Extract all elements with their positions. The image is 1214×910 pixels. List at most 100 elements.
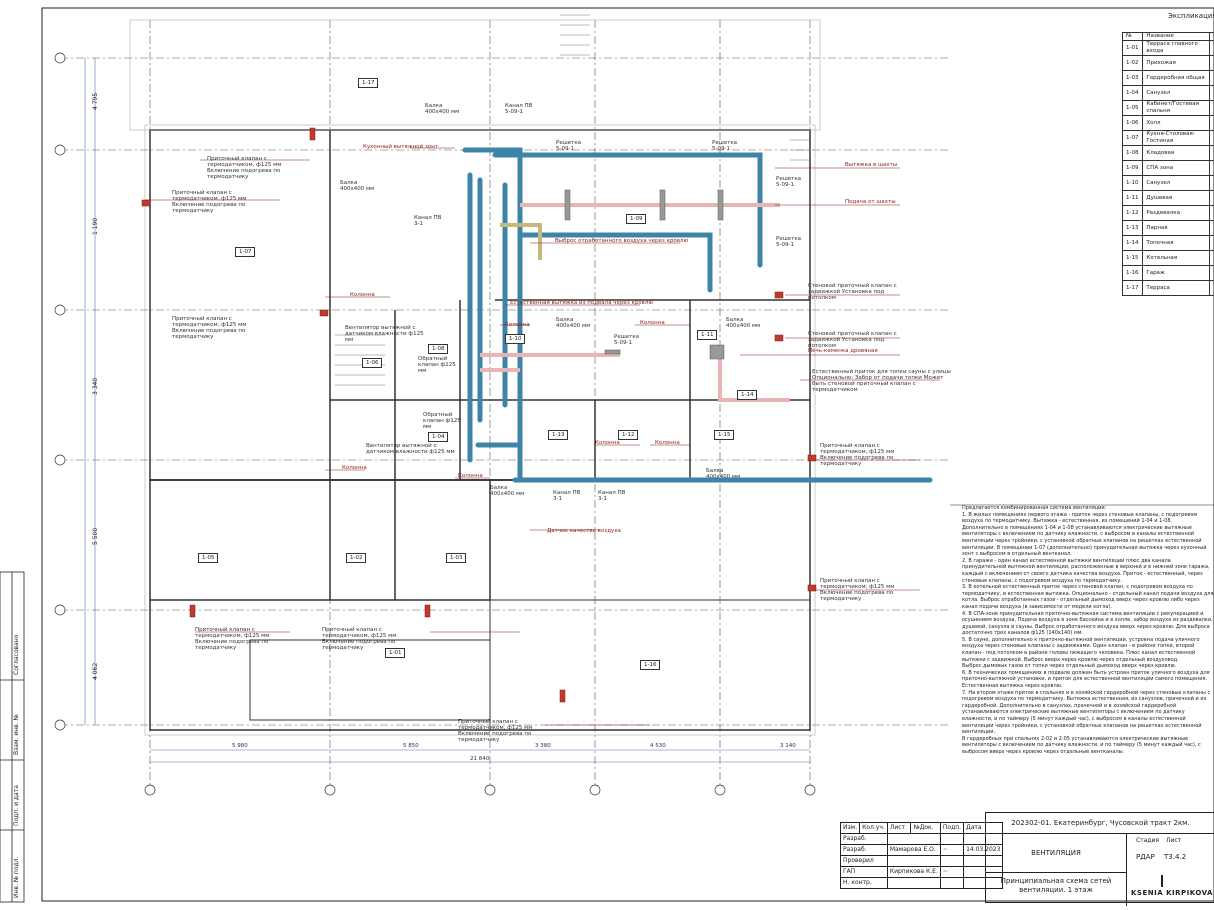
room-tag-1-07: 1-07 xyxy=(235,247,256,257)
dim-left-3: 3 340 xyxy=(92,377,99,395)
label-grille-4: Решетка 5-09-1 xyxy=(776,236,802,248)
note-paragraph: 1. В жилых помещениях первого этажа - пр… xyxy=(962,511,1207,558)
expl-room-area xyxy=(1209,160,1214,176)
label-balka-4: Балка 400х400 мм xyxy=(726,317,761,329)
label-balka-6: Балка 400х400 мм xyxy=(706,468,741,480)
room-tag-1-17: 1-17 xyxy=(358,78,379,88)
sheet-border xyxy=(41,7,1214,902)
room-tag-1-11: 1-11 xyxy=(697,330,718,340)
side-strip xyxy=(0,571,25,903)
room-tag-1-08: 1-08 xyxy=(428,344,449,354)
note-paragraph: Предлагается комбинированная система вен… xyxy=(962,505,1107,511)
side-sign-date: Подп. и дата xyxy=(13,785,20,826)
stamp-h-list: Лист xyxy=(886,822,912,834)
stamp-h-izm: Изм. xyxy=(839,822,861,834)
expl-room-area xyxy=(1209,85,1214,101)
expl-room-area xyxy=(1209,40,1214,56)
grilles xyxy=(564,189,725,360)
room-tag-1-13: 1-13 xyxy=(548,430,569,440)
label-wall-valve-2: Стеновой приточный клапан с задвижкой Ус… xyxy=(808,331,897,349)
room-tag-1-14: 1-14 xyxy=(737,390,758,400)
label-balka-5: Балка 400х400 мм xyxy=(490,485,525,497)
wall-lining xyxy=(129,19,821,736)
dim-left-5: 4 062 xyxy=(92,662,99,680)
logo-icon xyxy=(1161,875,1175,887)
dim-bottom-5: 3 140 xyxy=(780,743,796,749)
exhaust-ducts xyxy=(480,203,790,402)
label-kanal-1: Канал ПВ 3-1 xyxy=(414,215,442,227)
stamp-project: 202302-01. Екатеринбург, Чусовской тракт… xyxy=(986,813,1214,834)
dim-bottom-3: 3 380 xyxy=(535,743,551,749)
room-tag-1-10: 1-10 xyxy=(505,334,526,344)
expl-header-name: Название xyxy=(1142,32,1211,41)
room-tag-1-12: 1-12 xyxy=(618,430,639,440)
label-kanal-2: Канал ПВ 3-1 xyxy=(553,490,581,502)
stamp-name-2: Кирпикова К.Е. xyxy=(886,866,941,878)
label-column-1: Колонна xyxy=(350,292,375,298)
stamp-stage-value: РДАР xyxy=(1136,853,1155,861)
expl-room-number: 1-06 xyxy=(1121,115,1144,131)
expl-room-area xyxy=(1209,55,1214,71)
label-fan-humidity-2: Вентилятор вытяжной с датчиком влажности… xyxy=(366,443,455,455)
dim-bottom-1: 5 980 xyxy=(232,743,248,749)
room-tag-1-09: 1-09 xyxy=(626,214,647,224)
expl-room-number: 1-05 xyxy=(1121,100,1144,116)
expl-room-name: Гараж xyxy=(1142,265,1211,281)
fire-duct xyxy=(500,223,542,260)
side-inv-orig: Инв. № подл. xyxy=(13,856,20,898)
expl-room-number: 1-01 xyxy=(1121,40,1144,56)
expl-room-area xyxy=(1209,70,1214,86)
label-kanal-top: Канал ПВ 5-09-1 xyxy=(505,103,533,115)
expl-room-area xyxy=(1209,250,1214,266)
label-kanal-3: Канал ПВ 3-1 xyxy=(598,490,626,502)
expl-room-area xyxy=(1209,205,1214,221)
label-sauna-note: Естественный приток для топки сауны с ул… xyxy=(812,369,951,393)
expl-room-name: Холл xyxy=(1142,115,1211,131)
label-column-6: Колонна xyxy=(595,440,620,446)
expl-header-num: № xyxy=(1121,32,1144,41)
stamp-proveril: Проверил xyxy=(840,855,888,867)
label-valve-bottom-1: Приточный клапан с термодатчиком, ф125 м… xyxy=(195,627,270,651)
label-balka-top: Балка 400х400 мм xyxy=(425,103,460,115)
dim-left-1: 4 795 xyxy=(92,92,99,110)
expl-room-number: 1-02 xyxy=(1121,55,1144,71)
expl-room-number: 1-12 xyxy=(1121,205,1144,221)
label-grille-5: Решетка 5-09-1 xyxy=(614,334,640,346)
note-paragraph: 4. В СПА-зоне принудительная приточно-вы… xyxy=(962,610,1213,637)
label-column-4: Колонна xyxy=(342,465,367,471)
label-kitchen-hood: Кухонный вытяжной зонт xyxy=(363,144,439,150)
label-supply-from-shaft: Подача от шахты xyxy=(845,199,896,205)
room-tag-1-06: 1-06 xyxy=(362,358,383,368)
stamp-sheet-title: Принципиальная схема сетей вентиляции. 1… xyxy=(986,873,1127,906)
label-valve-bottom-3: Приточный клапан с термодатчиком, ф125 м… xyxy=(458,719,533,743)
label-valve-right-1: Приточный клапан с термодатчиком, ф125 м… xyxy=(820,443,895,467)
room-tag-1-03: 1-03 xyxy=(446,553,467,563)
callout-lines xyxy=(145,147,940,726)
stamp-sheet-value: Т3.4.2 xyxy=(1164,853,1187,861)
expl-room-name: Терраса xyxy=(1142,280,1211,296)
stamp-razrab: Разраб. xyxy=(840,833,888,845)
expl-room-number: 1-11 xyxy=(1121,190,1144,206)
expl-header-area: П xyxy=(1209,32,1214,41)
label-check-valve-1: Обратный клапан ф125 мм xyxy=(418,356,456,374)
expl-room-area xyxy=(1209,190,1214,206)
general-notes: Предлагается комбинированная система вен… xyxy=(962,505,1214,805)
label-balka-2: Балка 400х400 мм xyxy=(340,180,375,192)
expl-room-number: 1-14 xyxy=(1121,235,1144,251)
stamp-nkontr: Н. контр. xyxy=(840,877,888,889)
label-fan-humidity-1: Вентилятор вытяжной с датчиком влажности… xyxy=(345,325,424,343)
room-tag-1-02: 1-02 xyxy=(346,553,367,563)
note-paragraph: В гардеробных при спальнях 2-02 и 2-05 у… xyxy=(962,735,1201,755)
stamp-h-doc: №Док. xyxy=(910,822,941,834)
expl-room-area xyxy=(1209,235,1214,251)
expl-room-name: Кладовая xyxy=(1142,145,1211,161)
